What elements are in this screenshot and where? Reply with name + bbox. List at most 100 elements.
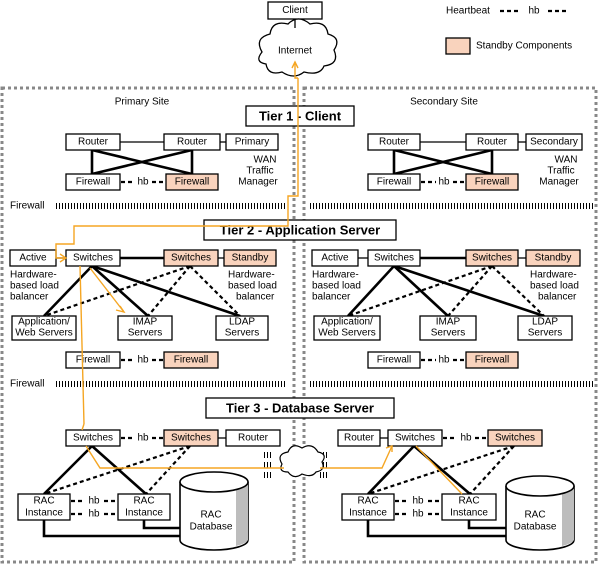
- tier2-header: Tier 2 - Application Server: [220, 223, 380, 238]
- p-rac-db-1: RAC: [200, 510, 221, 521]
- s-firewall-3: [367, 351, 421, 369]
- p-active-label: Active: [19, 253, 47, 264]
- s-wan-3: Manager: [539, 177, 579, 188]
- internet-label: Internet: [278, 46, 312, 57]
- p-primary-box: [225, 133, 279, 151]
- p-ldap-1: LDAP: [229, 317, 255, 328]
- p-rac1-2: Instance: [25, 508, 63, 519]
- s-hw-lb-r3: balancer: [538, 292, 577, 303]
- s-wan-1: WAN: [555, 155, 578, 166]
- s-rac1-2: Instance: [349, 508, 387, 519]
- p-switches-1-label: Switches: [73, 253, 113, 264]
- p-switches-3-label: Switches: [73, 433, 113, 444]
- s-imap-servers: [419, 315, 477, 341]
- s-rac-instance-2: [441, 493, 497, 521]
- s-firewall-4-standby: [465, 351, 519, 369]
- p-t2-line-app: [43, 265, 93, 317]
- p-switches-2-label: Switches: [171, 253, 211, 264]
- s-firewall-3-label: Firewall: [377, 355, 411, 366]
- request-arrow-internet: [291, 60, 299, 69]
- s-router-2: [465, 133, 519, 151]
- p-t2-dash-ldap: [189, 265, 241, 317]
- primary-site-border: [0, 86, 296, 564]
- p-t3-dash-rac2: [145, 445, 191, 495]
- s-active-box: [311, 249, 359, 267]
- p-firewall-3-label: Firewall: [76, 355, 110, 366]
- s-router-3-label: Router: [344, 433, 375, 444]
- request-arrow-imap: [115, 305, 126, 314]
- p-t3-dash-rac1: [43, 444, 191, 496]
- p-rac-database-icon: [179, 471, 249, 551]
- p-imap-2: Servers: [128, 328, 162, 339]
- p-firewall-1-label: Firewall: [76, 177, 110, 188]
- secondary-site-border: [302, 86, 598, 564]
- s-rac-database-icon: [505, 475, 575, 551]
- request-arrow-secondary: [385, 445, 393, 452]
- p-ldap-servers: [215, 315, 269, 341]
- primary-site-label: Primary Site: [115, 97, 170, 108]
- p-app-servers-1: Application/: [18, 317, 70, 328]
- s-standby-box: [525, 249, 581, 267]
- s-rac-hb2-label: hb: [412, 509, 424, 520]
- p-hw-lb-2: based load: [10, 281, 59, 292]
- wan-cloud-icon: [279, 445, 325, 478]
- p-router-1-label: Router: [78, 137, 109, 148]
- client-label: Client: [282, 5, 308, 16]
- s-rac1-1: RAC: [357, 496, 378, 507]
- p-hw-lb-1: Hardware-: [10, 270, 57, 281]
- s-t2-hb-label: hb: [438, 355, 450, 366]
- p-t3-hb-label: hb: [137, 433, 149, 444]
- s-switches-4-label: Switches: [495, 433, 535, 444]
- firewall-band-1-label: Firewall: [10, 201, 44, 212]
- request-path-down: [79, 265, 85, 425]
- p-rac2-db-link: [142, 520, 180, 530]
- request-path-secondary-rac: [415, 445, 463, 495]
- s-hw-lb-r1: Hardware-: [530, 270, 577, 281]
- s-switches-3: [387, 429, 443, 447]
- p-firewall-2-label: Firewall: [175, 177, 209, 188]
- secondary-site-label: Secondary Site: [410, 97, 478, 108]
- s-app-servers-1: Application/: [321, 317, 373, 328]
- p-wan-3: Manager: [238, 177, 278, 188]
- s-ldap-servers: [517, 315, 573, 341]
- p-rac1-1: RAC: [33, 496, 54, 507]
- p-firewall-1: [65, 173, 121, 191]
- p-router-2: [163, 133, 221, 151]
- s-imap-1: IMAP: [436, 317, 461, 328]
- p-rac2-1: RAC: [133, 496, 154, 507]
- tier2-header-box: [203, 219, 397, 241]
- s-ldap-2: Servers: [528, 328, 562, 339]
- p-t2-line-imap: [91, 265, 149, 317]
- p-switches-3: [65, 429, 121, 447]
- p-firewall-4-label: Firewall: [174, 355, 208, 366]
- p-router-3-label: Router: [238, 433, 269, 444]
- s-secondary-label: Secondary: [530, 137, 578, 148]
- p-switches-2-standby: [163, 249, 219, 267]
- p-wan-2: Traffic: [246, 166, 273, 177]
- s-router-1-label: Router: [379, 137, 410, 148]
- legend-heartbeat-label: Heartbeat: [446, 6, 490, 17]
- s-rac2-2: Instance: [450, 508, 488, 519]
- p-switches-4-label: Switches: [171, 433, 211, 444]
- s-firewall-1: [367, 173, 421, 191]
- p-t2-dash-app: [43, 264, 191, 318]
- p-imap-servers: [117, 315, 173, 341]
- p-t3-line-rac2: [91, 445, 147, 495]
- request-path-switches3: [81, 423, 85, 431]
- p-app-servers: [11, 315, 77, 341]
- s-t1-hb-label: hb: [438, 177, 450, 188]
- tier1-header-box: [245, 105, 355, 127]
- s-rac2-db-link: [467, 520, 506, 530]
- p-hw-lb-r1: Hardware-: [228, 270, 275, 281]
- s-standby-label: Standby: [535, 253, 572, 264]
- p-rac-hb1-label: hb: [88, 496, 100, 507]
- s-hw-lb-3: balancer: [312, 292, 351, 303]
- s-rac2-1: RAC: [458, 496, 479, 507]
- p-t2-hb-label: hb: [137, 355, 149, 366]
- p-t1-hb-label: hb: [137, 177, 149, 188]
- request-path-top: [55, 62, 299, 259]
- p-hw-lb-r3: balancer: [236, 292, 275, 303]
- s-t3-hb-label: hb: [460, 433, 472, 444]
- tier3-header: Tier 3 - Database Server: [226, 401, 374, 416]
